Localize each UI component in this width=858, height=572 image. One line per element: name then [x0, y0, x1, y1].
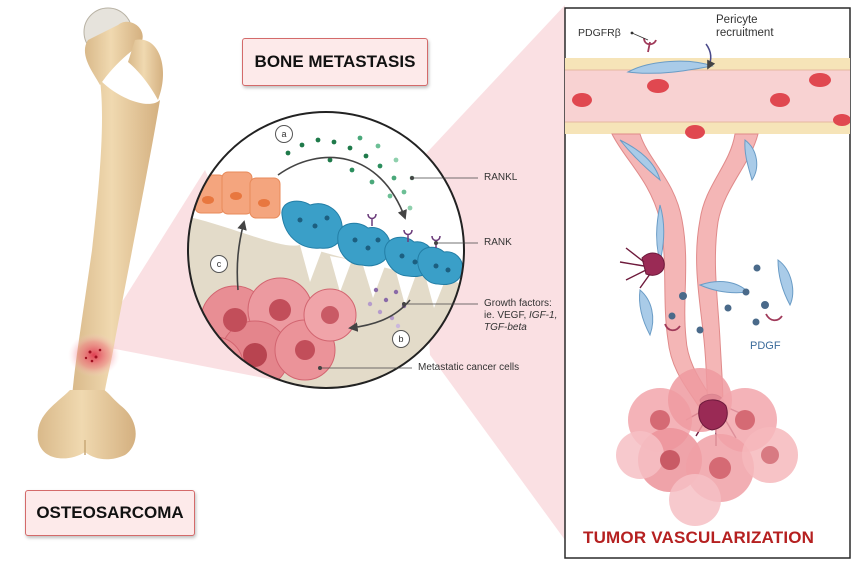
growth-factors-igf1: IGF-1,: [529, 310, 558, 321]
vessel-wall-top: [565, 58, 850, 70]
bone-metastasis-title-text: BONE METASTASIS: [254, 52, 416, 71]
callout-b: b: [392, 330, 410, 348]
osteosarcoma-title-text: OSTEOSARCOMA: [36, 503, 184, 522]
rankl-dots: [285, 135, 415, 211]
growth-factors-label: Growth factors: ie. VEGF, IGF-1, TGF-bet…: [484, 298, 557, 334]
leader-lines: [317, 175, 478, 370]
tumor-vascularization-panel: [564, 7, 851, 559]
femur-bone: [37, 7, 164, 460]
pdgfr-receptors: [643, 37, 783, 332]
vessel-lumen: [565, 70, 850, 122]
tumor-mass: [616, 368, 798, 526]
pericyte-recruitment-arrow: [705, 43, 716, 70]
rankl-label: RANKL: [484, 172, 518, 183]
osteosarcoma-title: OSTEOSARCOMA: [25, 490, 195, 536]
femur-condyles: [37, 390, 136, 460]
osteosarcoma-lesion: [68, 333, 120, 377]
zoom-cone-right: [420, 5, 565, 540]
growth-factors-line-1: Growth factors:: [484, 298, 552, 309]
osteoblasts: [194, 171, 281, 219]
pdgfrb-leader: [631, 32, 649, 41]
pdgfrb-label: PDGFRβ: [578, 27, 621, 39]
arrow-c: [236, 220, 247, 291]
pericytes: [619, 60, 794, 337]
tumor-core-cell: [698, 399, 728, 431]
pdgf-label: PDGF: [750, 340, 781, 352]
rank-label: RANK: [484, 237, 512, 248]
metastatic-cells-label: Metastatic cancer cells: [418, 362, 520, 373]
pericyte-line-1: Pericyte: [716, 14, 758, 26]
femur-upper: [84, 21, 143, 85]
pdgf-dots: [668, 264, 769, 334]
pericyte-recruitment-label: Pericyte recruitment: [716, 14, 774, 40]
vessel-wall-bottom: [565, 122, 850, 134]
osteoclasts: [281, 200, 464, 285]
growth-factors-line-3: TGF-beta: [484, 322, 527, 333]
growth-factors-vegf: ie. VEGF,: [484, 310, 530, 321]
bone-metastasis-title: BONE METASTASIS: [242, 38, 428, 86]
femur-shaft: [72, 80, 160, 398]
greater-trochanter: [128, 39, 164, 100]
growth-factors-line-2: ie. VEGF, IGF-1,: [484, 310, 557, 322]
callout-c: c: [210, 255, 228, 273]
callout-a: a: [275, 125, 293, 143]
tumor-vascularization-title: TUMOR VASCULARIZATION: [583, 528, 815, 547]
rank-receptors: [367, 213, 441, 248]
red-blood-cells: [572, 73, 850, 139]
arrow-a: [277, 156, 407, 220]
pericyte-line-2: recruitment: [716, 27, 774, 39]
